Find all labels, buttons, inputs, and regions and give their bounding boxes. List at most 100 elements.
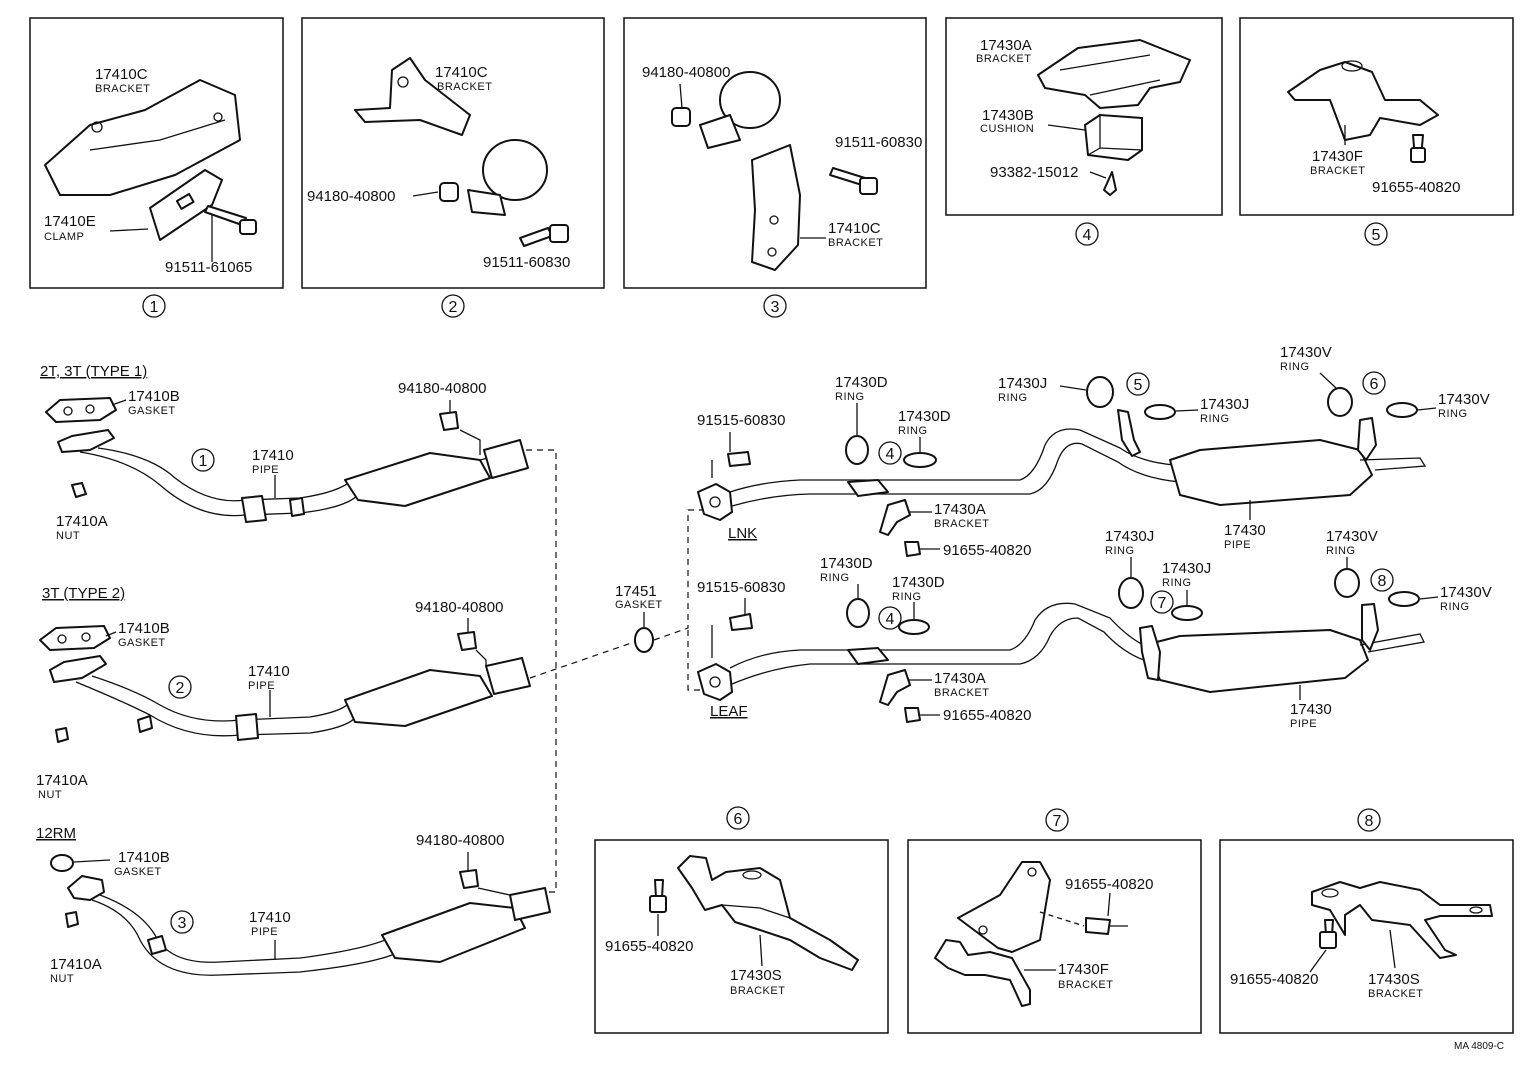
svg-text:17430D: 17430D: [892, 574, 945, 591]
svg-text:6: 6: [734, 811, 743, 828]
svg-text:17430A: 17430A: [934, 501, 986, 518]
svg-text:2: 2: [449, 299, 458, 316]
inset5-bracket-part: 17430F: [1312, 148, 1363, 165]
svg-text:7: 7: [1158, 595, 1167, 612]
svg-text:17430V: 17430V: [1280, 344, 1332, 361]
svg-text:5: 5: [1372, 227, 1381, 244]
svg-text:17430J: 17430J: [1162, 560, 1211, 577]
svg-text:17430V: 17430V: [1438, 391, 1490, 408]
inset1-clamp-name: CLAMP: [44, 231, 84, 243]
callout-7-leaf: 7: [1150, 590, 1174, 614]
tail-pipe-lnk: LNK 91515-60830 17430D RING 17430D RING …: [697, 344, 1490, 559]
callout-6-lnk: 6: [1362, 371, 1386, 395]
svg-text:17430J: 17430J: [998, 375, 1047, 392]
drawing-code: MA 4809-C: [1454, 1041, 1504, 1052]
inset-7: 91655-40820 17430F BRACKET: [907, 839, 1202, 1034]
svg-text:3: 3: [771, 299, 780, 316]
callout-8-leaf: 8: [1370, 568, 1394, 592]
svg-text:17410A: 17410A: [56, 513, 108, 530]
inset4-screw-part: 93382-15012: [990, 164, 1078, 181]
front-pipe-type1: 2T, 3T (TYPE 1) 17410B GASKET 17410A NUT…: [40, 363, 529, 542]
inset-number-8: 8: [1357, 808, 1381, 832]
inset2-nut-part: 94180-40800: [307, 188, 395, 205]
inset-1: 17410C BRACKET 17410E CLAMP 91511-61065: [29, 17, 284, 289]
callout-1-type1: 1: [191, 448, 215, 472]
svg-text:4: 4: [886, 611, 895, 628]
inset2-bracket-name: BRACKET: [437, 81, 492, 93]
svg-text:RING: RING: [1440, 601, 1470, 613]
svg-text:17410: 17410: [249, 909, 291, 926]
inset-number-7: 7: [1045, 808, 1069, 832]
svg-text:RING: RING: [1162, 577, 1192, 589]
svg-text:BRACKET: BRACKET: [934, 518, 989, 530]
svg-text:NUT: NUT: [56, 530, 80, 542]
svg-text:94180-40800: 94180-40800: [415, 599, 503, 616]
center-gasket: 17451 GASKET: [615, 509, 705, 691]
svg-text:BRACKET: BRACKET: [1368, 988, 1423, 1000]
lnk-caption: LNK: [728, 525, 757, 542]
svg-text:17430J: 17430J: [1200, 396, 1249, 413]
connection-dashed-line: [526, 449, 641, 893]
svg-text:GASKET: GASKET: [118, 637, 166, 649]
svg-text:94180-40800: 94180-40800: [398, 380, 486, 397]
inset1-bolt-part: 91511-61065: [165, 259, 252, 276]
inset1-bracket-name: BRACKET: [95, 83, 150, 95]
svg-text:3: 3: [178, 915, 187, 932]
inset2-bolt-part: 91511-60830: [483, 254, 570, 271]
inset3-bracket-part: 17410C: [828, 220, 881, 237]
svg-text:17410B: 17410B: [128, 388, 180, 405]
svg-text:17430D: 17430D: [835, 374, 888, 391]
inset5-bracket-name: BRACKET: [1310, 165, 1365, 177]
svg-text:17410B: 17410B: [118, 620, 170, 637]
svg-text:6: 6: [1370, 376, 1379, 393]
svg-text:NUT: NUT: [50, 973, 74, 985]
svg-text:17430A: 17430A: [934, 670, 986, 687]
svg-text:4: 4: [886, 446, 895, 463]
svg-text:NUT: NUT: [38, 789, 62, 801]
svg-text:17430D: 17430D: [820, 555, 873, 572]
svg-text:17410: 17410: [252, 447, 294, 464]
svg-text:17430: 17430: [1290, 701, 1332, 718]
svg-text:17410: 17410: [248, 663, 290, 680]
svg-text:RING: RING: [1105, 545, 1135, 557]
inset-2: 17410C BRACKET 94180-40800 91511-60830: [301, 17, 605, 289]
inset-number-5: 5: [1364, 222, 1388, 246]
svg-text:BRACKET: BRACKET: [730, 985, 785, 997]
inset-4: 17430A BRACKET 17430B CUSHION 93382-1501…: [945, 17, 1223, 216]
svg-text:BRACKET: BRACKET: [1058, 979, 1113, 991]
inset-number-3: 3: [763, 294, 787, 318]
svg-text:BRACKET: BRACKET: [934, 687, 989, 699]
svg-text:91655-40820: 91655-40820: [943, 707, 1031, 724]
svg-text:8: 8: [1378, 573, 1387, 590]
leaf-caption: LEAF: [710, 703, 748, 720]
svg-text:17430V: 17430V: [1440, 584, 1492, 601]
inset3-nut-part: 94180-40800: [642, 64, 730, 81]
inset4-cushion-part: 17430B: [982, 107, 1034, 124]
svg-text:5: 5: [1134, 377, 1143, 394]
svg-text:RING: RING: [998, 392, 1028, 404]
svg-text:17430D: 17430D: [898, 408, 951, 425]
svg-text:RING: RING: [898, 425, 928, 437]
svg-text:91655-40820: 91655-40820: [1230, 971, 1318, 988]
svg-text:94180-40800: 94180-40800: [416, 832, 504, 849]
svg-text:17430: 17430: [1224, 522, 1266, 539]
inset2-bracket-part: 17410C: [435, 64, 488, 81]
inset-number-1: 1: [142, 294, 166, 318]
svg-text:RING: RING: [835, 391, 865, 403]
svg-text:RING: RING: [1280, 361, 1310, 373]
tail-pipe-leaf: LEAF 91515-60830 17430D RING 17430D RING…: [697, 528, 1492, 730]
svg-text:PIPE: PIPE: [252, 464, 279, 476]
svg-text:17410A: 17410A: [36, 772, 88, 789]
callout-3-12rm: 3: [170, 910, 194, 934]
svg-text:17430S: 17430S: [1368, 971, 1420, 988]
callout-4-lnk: 4: [878, 441, 902, 465]
svg-text:RING: RING: [1200, 413, 1230, 425]
callout-4-leaf: 4: [878, 606, 902, 630]
svg-text:91655-40820: 91655-40820: [1065, 876, 1153, 893]
type2-caption: 3T (TYPE 2): [42, 585, 125, 602]
inset3-bolt-part: 91511-60830: [835, 134, 922, 151]
inset1-clamp-part: 17410E: [44, 213, 96, 230]
inset1-bracket-part: 17410C: [95, 66, 148, 83]
svg-text:91655-40820: 91655-40820: [943, 542, 1031, 559]
